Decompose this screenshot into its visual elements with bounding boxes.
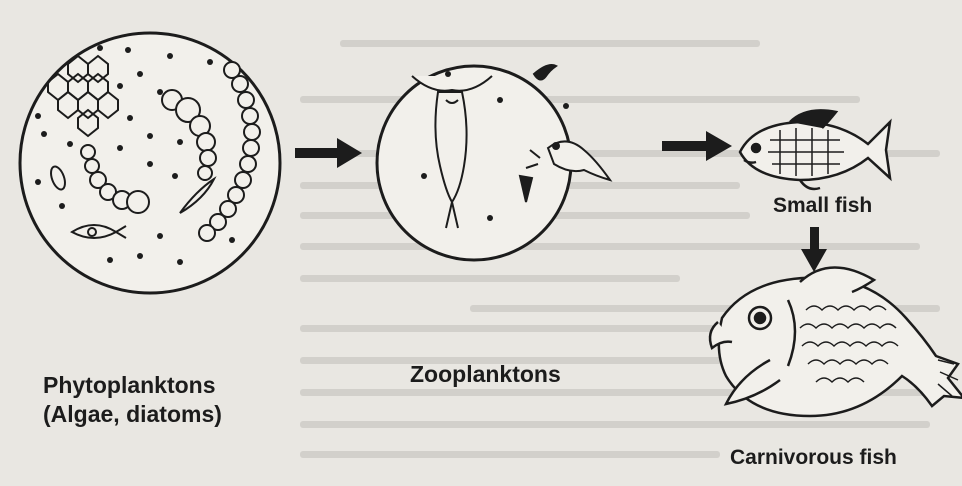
tiny-larva <box>534 65 556 80</box>
arrow-phyto-to-zoo <box>295 138 362 168</box>
arrow-small-to-carnivorous <box>801 227 827 272</box>
phytoplankton-label-line2: (Algae, diatoms) <box>43 400 222 429</box>
phytoplankton-label-line1: Phytoplanktons <box>43 371 222 400</box>
small-fish-label: Small fish <box>773 194 872 218</box>
zooplankton-label: Zooplanktons <box>410 361 561 388</box>
arrow-zoo-to-small <box>662 131 732 161</box>
carnivorous-fish-illustration <box>710 267 962 416</box>
small-fish-illustration <box>740 110 890 189</box>
carnivorous-fish-label: Carnivorous fish <box>730 446 897 470</box>
phytoplankton-illustration <box>20 33 280 293</box>
zooplankton-illustration <box>377 65 610 260</box>
phytoplankton-label: Phytoplanktons (Algae, diatoms) <box>43 371 222 429</box>
